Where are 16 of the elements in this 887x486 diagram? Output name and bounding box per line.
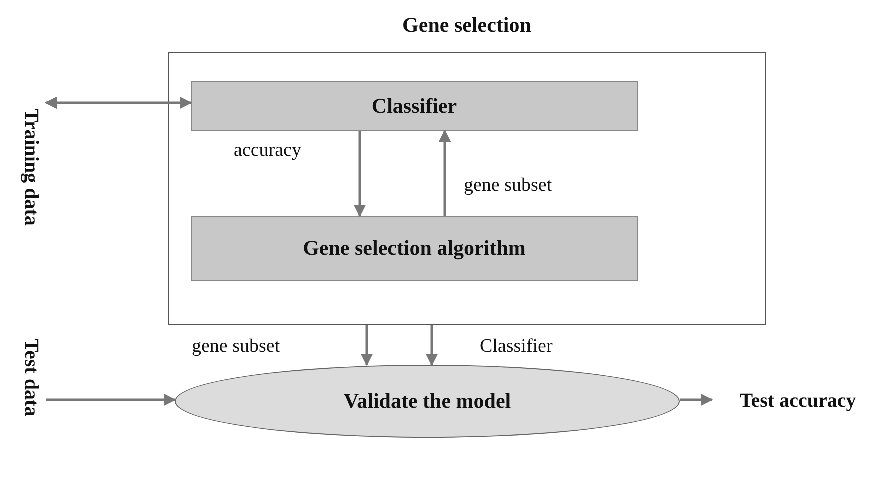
process-box: Gene selection algorithm [191,216,638,281]
process-oval: Validate the model [175,365,680,438]
group-title: Gene selection [402,13,532,38]
input-label: Test data [16,310,46,445]
arrow [354,131,366,218]
edge-label: gene subset [462,175,554,197]
arrow [360,325,374,366]
arrow [680,394,714,406]
output-label: Test accuracy [712,386,884,416]
process-box: Classifier [191,81,638,131]
arrow [44,96,192,110]
edge-label: gene subset [190,336,282,358]
arrow [426,325,438,366]
arrow [438,130,452,216]
input-label: Training data [16,92,46,242]
arrow [46,394,176,406]
